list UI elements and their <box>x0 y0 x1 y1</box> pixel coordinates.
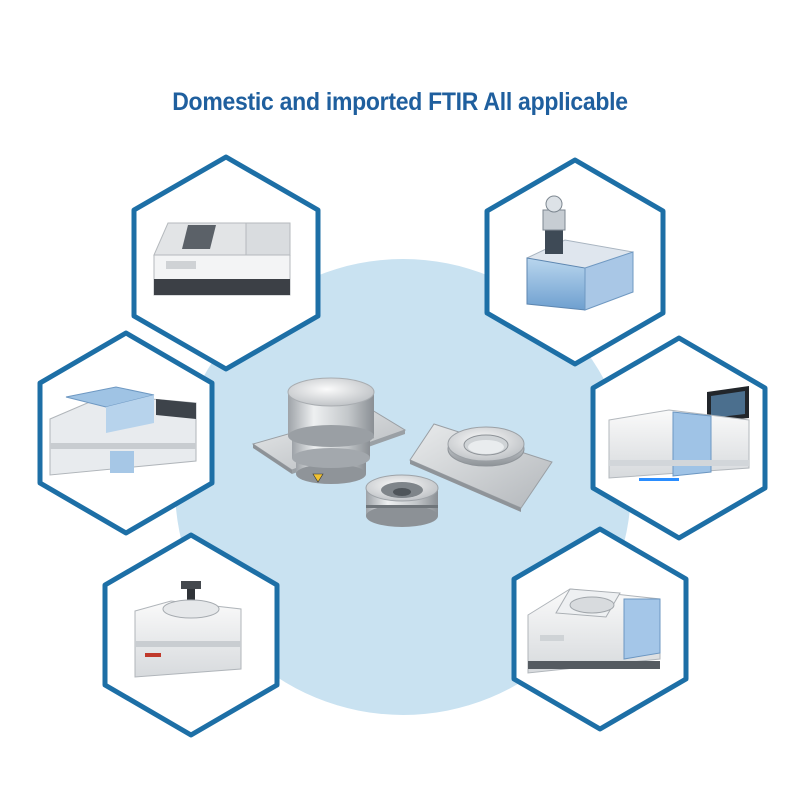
ftir-spectrometer-with-laptop-icon <box>608 386 750 481</box>
headline: Domestic and imported FTIR All applicabl… <box>172 88 628 116</box>
sample-holder-plate-icon <box>409 423 553 512</box>
ftir-spectrometer-gray-icon <box>153 222 291 296</box>
funnel-ring-icon <box>365 474 439 527</box>
compression-die-cylinder-icon <box>287 377 375 484</box>
instrument-hex-5 <box>102 532 280 738</box>
ftir-spectrometer-lid-open-icon <box>49 386 197 476</box>
instrument-hex-1 <box>131 154 321 372</box>
ftir-spectrometer-large-white-icon <box>527 588 661 674</box>
ftir-spectrometer-compact-white-icon <box>134 581 242 678</box>
instrument-hex-2 <box>484 157 666 367</box>
ftir-spectrometer-blue-tower-icon <box>526 195 634 311</box>
instrument-hex-4 <box>590 335 768 541</box>
center-product: · <box>251 377 553 527</box>
instrument-hex-6 <box>511 526 689 732</box>
instrument-hex-3 <box>37 330 215 536</box>
